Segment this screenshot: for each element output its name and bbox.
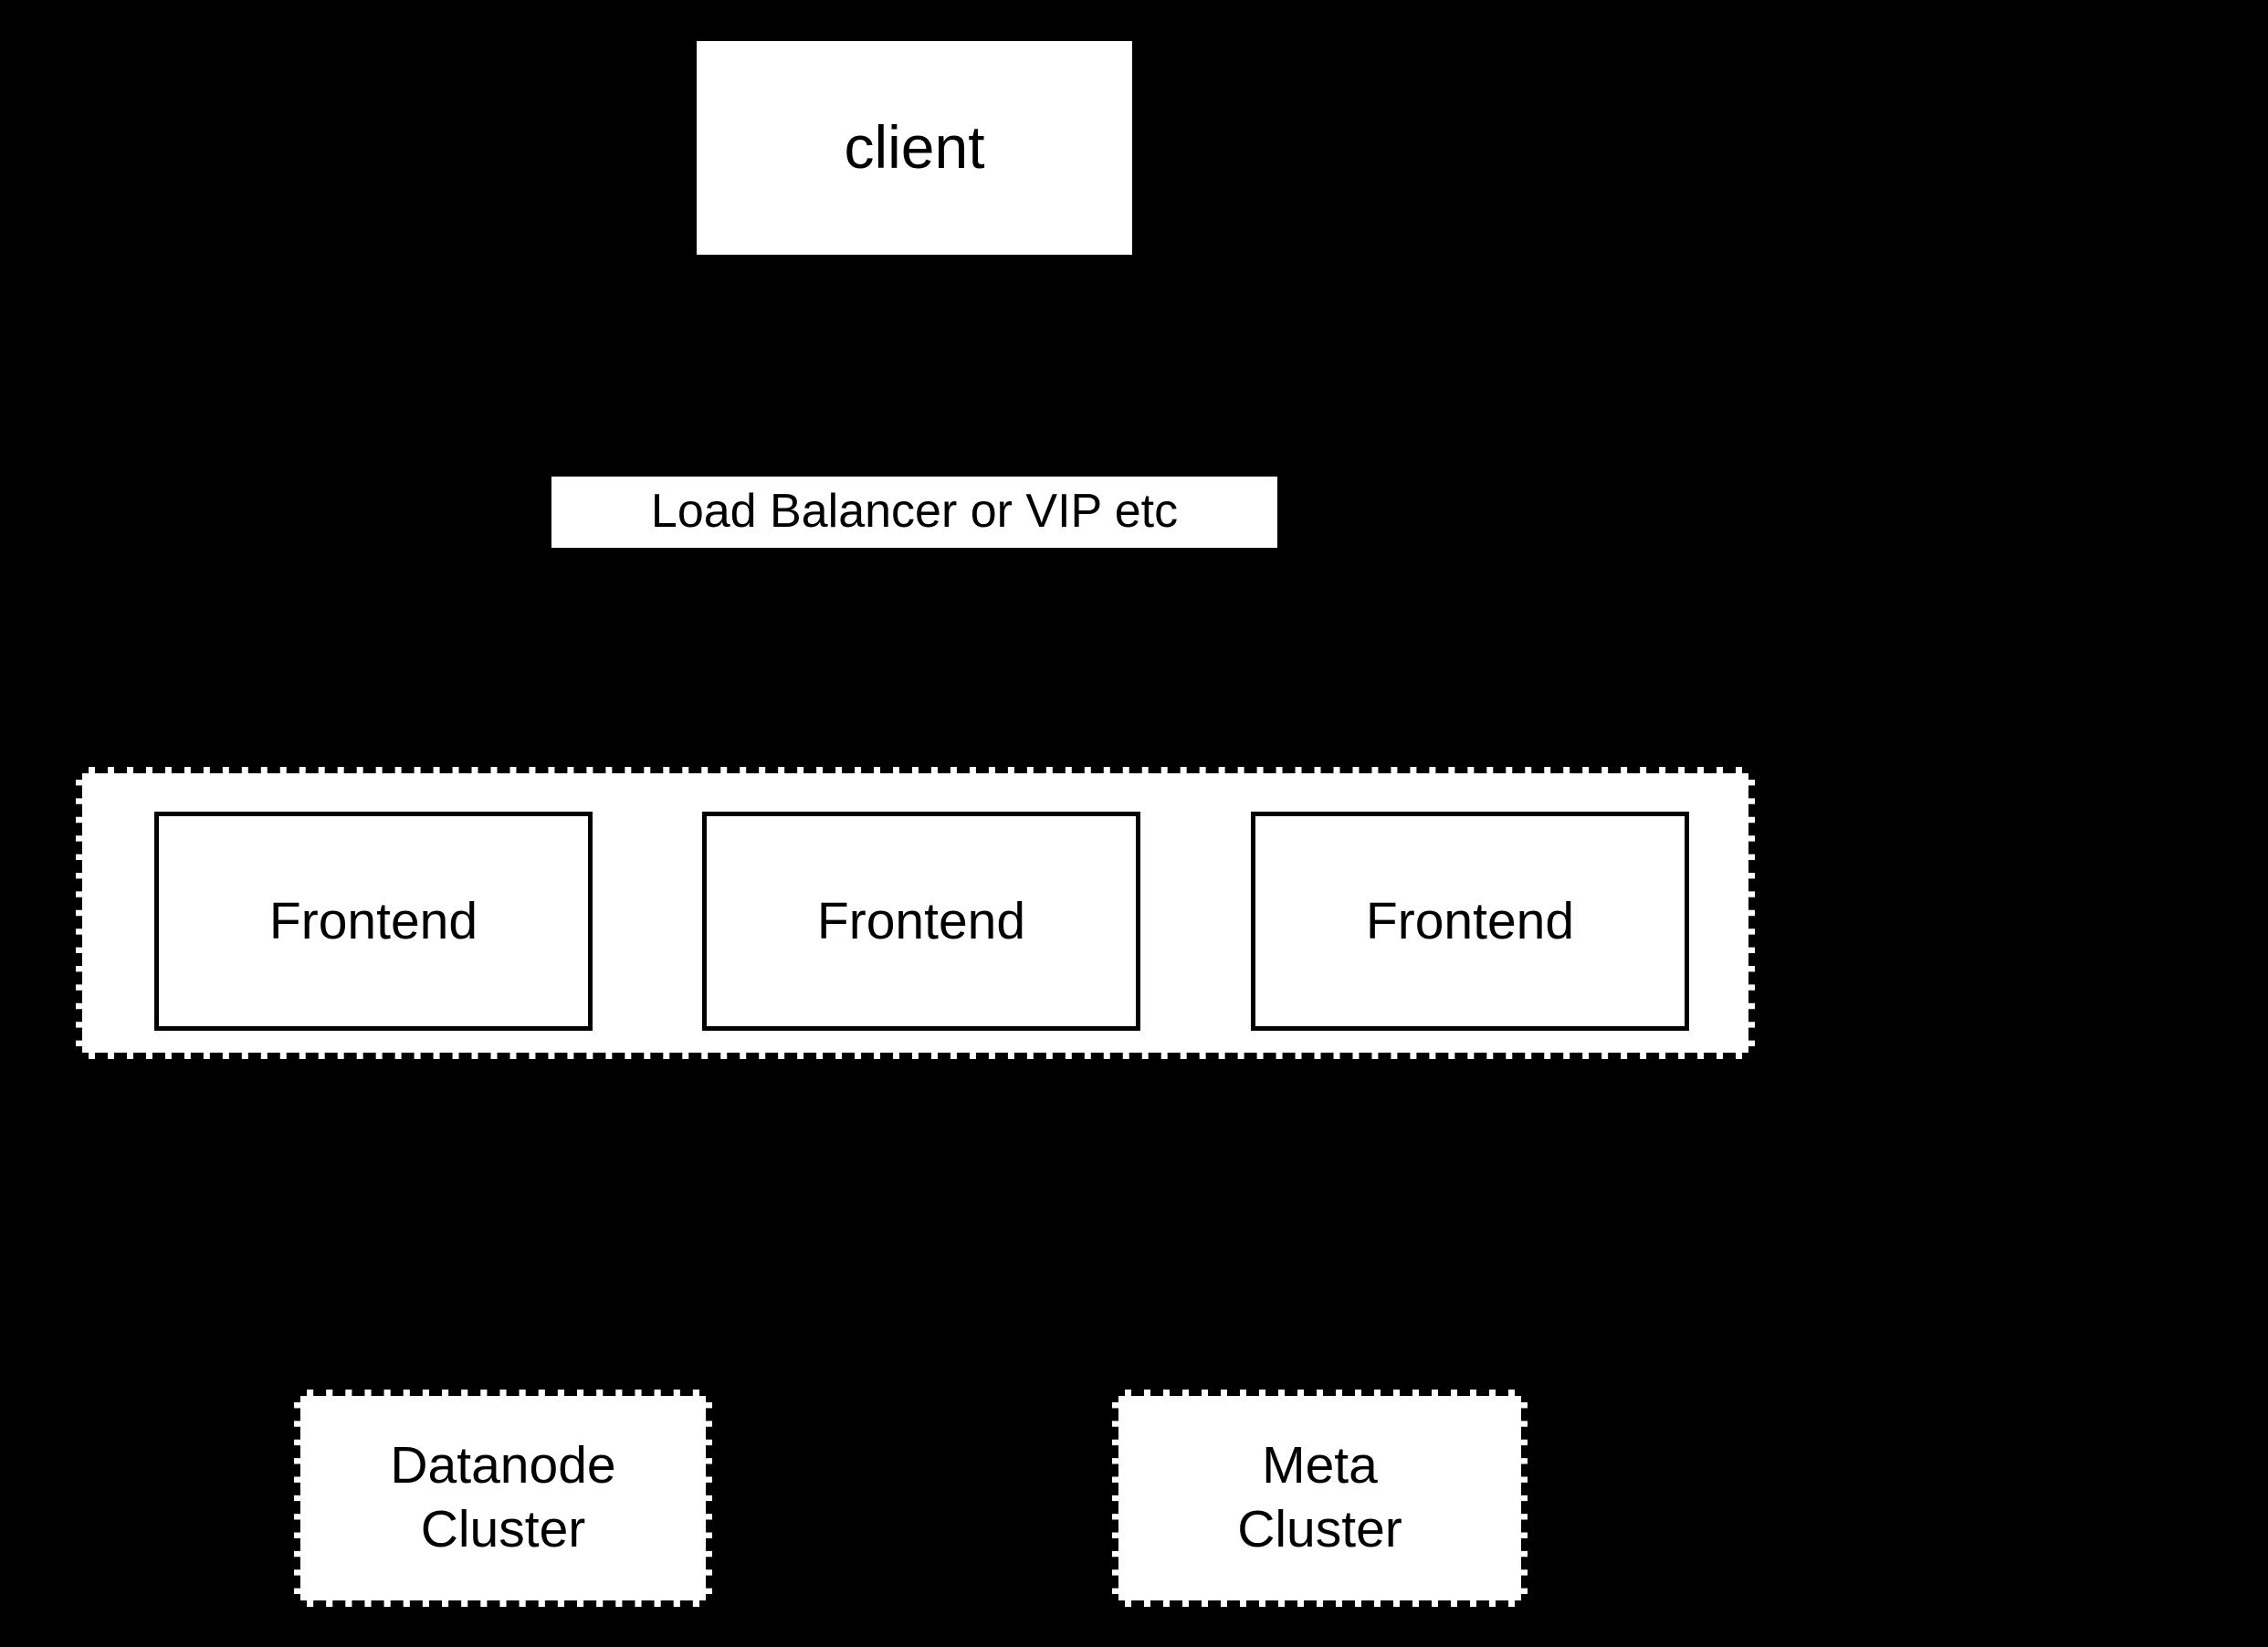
datanode-cluster-node-label: Datanode Cluster [390,1436,616,1558]
meta-cluster-node[interactable]: Meta Cluster [1112,1390,1528,1607]
client-node-label: client [844,113,985,182]
client-node[interactable]: client [697,41,1132,255]
frontend-node-2-label: Frontend [816,892,1026,950]
datanode-cluster-node[interactable]: Datanode Cluster [294,1390,712,1607]
meta-cluster-node-label: Meta Cluster [1237,1436,1402,1558]
frontend-group-container[interactable]: Frontend Frontend Frontend [76,767,1755,1059]
frontend-node-1[interactable]: Frontend [154,812,593,1031]
frontend-node-3[interactable]: Frontend [1251,812,1689,1031]
load-balancer-node-label: Load Balancer or VIP etc [650,485,1179,539]
load-balancer-node[interactable]: Load Balancer or VIP etc [551,477,1277,548]
frontend-node-3-label: Frontend [1365,892,1575,950]
frontend-node-1-label: Frontend [268,892,478,950]
frontend-node-2[interactable]: Frontend [702,812,1140,1031]
